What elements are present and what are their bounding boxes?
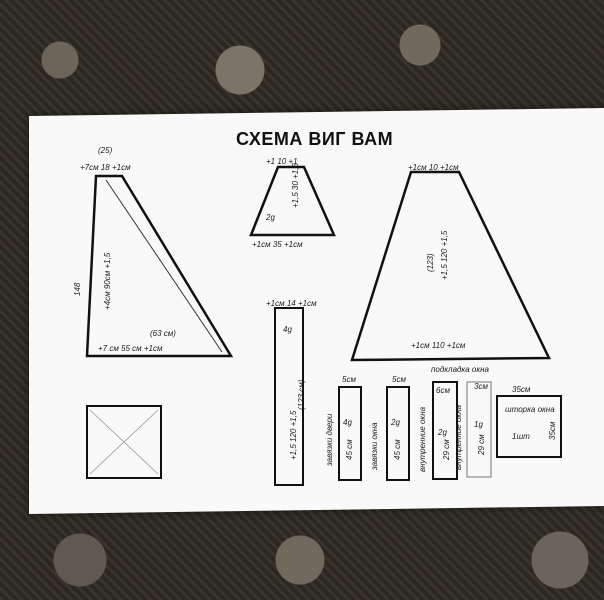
strip2-top-note: 5см	[392, 375, 406, 384]
left-panel-shape	[85, 174, 234, 358]
strip-label: 4g	[283, 325, 292, 334]
right-paren-note: (123)	[426, 253, 435, 272]
strip-top-note: +1см 14 +1см	[266, 299, 317, 308]
left-bottom-note: +7 см 55 см +1см	[98, 344, 163, 353]
mid-top-note: +1 10 +1	[266, 157, 298, 166]
strip-paren-note: (123 см)	[297, 379, 306, 410]
curtain-count: 1шт	[512, 432, 530, 441]
strip2-label: 2g	[391, 418, 400, 427]
strip2-side-note: завязки окна	[370, 422, 379, 470]
square-diagonal-2	[89, 409, 159, 475]
tall-strip-shape	[274, 307, 304, 486]
strip4-top-note: 3см	[474, 382, 488, 391]
left-panel-diagonal	[105, 179, 223, 353]
left-top-note: +7см 18 +1см	[80, 163, 131, 172]
curtain-shape	[496, 395, 562, 458]
strip-over-note: подкладка окна	[431, 365, 489, 374]
strip4-side-note: внутренние окна	[454, 404, 463, 470]
strip-1-shape	[338, 386, 362, 481]
mid-label: 2g	[266, 213, 275, 222]
square-panel-shape	[86, 405, 162, 479]
right-vert-note: +1,5 120 +1,5	[440, 230, 449, 280]
strip4-label: 1g	[474, 420, 483, 429]
strip-2-shape	[386, 386, 410, 481]
strip3-top-note: 6см	[436, 386, 450, 395]
mid-vert-note: +1,5 30 +1,5	[291, 163, 300, 208]
curtain-top-note: 35см	[512, 385, 531, 394]
strip4-vert-note: 29 см	[477, 434, 486, 455]
strip1-vert-note: 45 см	[345, 439, 354, 460]
strip3-vert-note: 29 см	[442, 439, 451, 460]
mid-bottom-note: +1см 35 +1см	[252, 240, 303, 249]
right-bottom-note: +1см 110 +1см	[411, 341, 466, 350]
strip1-side-note: завязки двери	[325, 413, 334, 466]
strip-3-shape	[432, 381, 458, 480]
right-top-note: +1см 10 +1см	[408, 163, 459, 172]
strip3-side-note: внутренние окна	[418, 406, 427, 472]
strip1-top-note: 5см	[342, 375, 356, 384]
strip-4-shape	[466, 381, 492, 478]
strip2-vert-note: 45 см	[393, 439, 402, 460]
right-panel-shape	[350, 170, 551, 362]
left-height-note: +4см 90см +1,5	[103, 252, 112, 310]
curtain-label: шторка окна	[505, 405, 555, 414]
strip-vert-note: +1,5 120 +1,5	[289, 410, 298, 460]
curtain-side-note: 35см	[548, 421, 557, 440]
left-small-note: (63 см)	[150, 329, 176, 338]
mid-panel-shape	[249, 165, 336, 237]
schema-title: СХЕМА ВИГ ВАМ	[236, 129, 394, 149]
left-top-paren: (25)	[98, 146, 113, 155]
left-edge-note: 148	[73, 282, 82, 296]
strip3-label: 2g	[438, 428, 447, 437]
strip1-label: 4g	[343, 418, 352, 427]
